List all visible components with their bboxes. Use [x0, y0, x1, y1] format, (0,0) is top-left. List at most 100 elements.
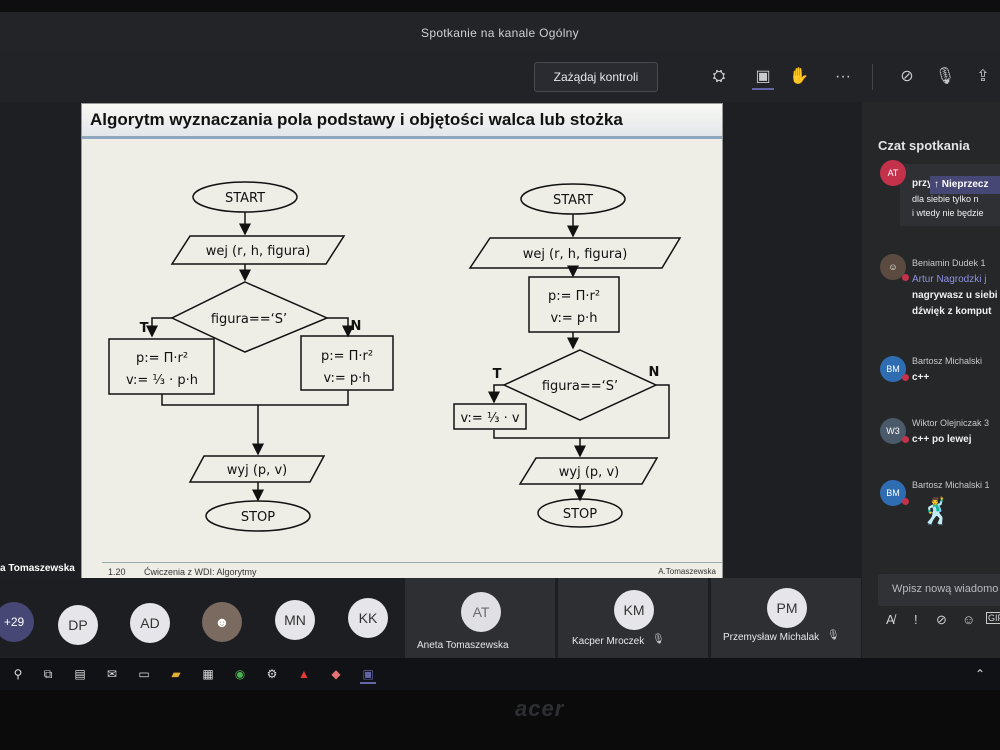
slide-title: Algorytm wyznaczania pola podstawy i obj…	[90, 110, 623, 129]
store-icon[interactable]: ▤	[74, 667, 86, 681]
os-taskbar: ⚲ ⧉ ▤ ✉ ▭ ▰ ▦ ◉ ⚙ ▲ ◆ ▣ ⌃	[0, 658, 1000, 690]
slide-course-name: Ćwiczenia z WDI: Algorytmy	[144, 567, 257, 577]
request-control-button[interactable]: Zażądaj kontroli	[534, 62, 658, 92]
status-dot	[902, 436, 909, 443]
avatar: BM	[880, 480, 906, 506]
mic-off-icon: 🎙	[652, 634, 665, 645]
more-options-icon[interactable]: ···	[835, 68, 851, 85]
right-output-label: wyj (p, v)	[559, 465, 619, 480]
chat-message	[900, 164, 1000, 226]
chat-sender-name: Bartosz Michalski 1	[912, 480, 990, 490]
chat-message-text: dźwięk z komput	[912, 306, 992, 317]
avatar[interactable]: MN	[275, 600, 315, 640]
chevron-up-icon[interactable]: ⌃	[974, 667, 986, 681]
slide-page-number: 1.20	[108, 567, 126, 577]
monitor-bezel-top	[0, 0, 1000, 12]
presentation-slide: Algorytm wyznaczania pola podstawy i obj…	[82, 104, 722, 582]
notes-icon[interactable]: ▦	[202, 667, 214, 681]
avatar[interactable]: KK	[348, 598, 388, 638]
right-true-process	[453, 403, 527, 430]
left-input-label: wej (r, h, figura)	[206, 244, 311, 259]
chat-sender-name: Bartosz Michalski	[912, 356, 983, 366]
window-title: Spotkanie na kanale Ogólny	[421, 26, 579, 40]
left-cond-label: figura==‘S’	[211, 312, 287, 327]
emoji-icon[interactable]: ☺	[962, 612, 976, 627]
avatar-photo[interactable]: ☻	[202, 602, 242, 642]
left-false-line1: p:= Π·r²	[321, 349, 373, 364]
chat-mention[interactable]: Artur Nagrodzki j	[912, 274, 987, 285]
left-stop-node	[205, 500, 311, 532]
left-decision-node	[170, 281, 329, 353]
share-icon[interactable]: ⇪	[976, 68, 990, 85]
gif-icon[interactable]: GIF	[986, 612, 1000, 624]
task-view-icon[interactable]: ⧉	[43, 667, 53, 681]
chat-input-placeholder: Wpisz nową wiadomo	[892, 583, 999, 595]
search-icon[interactable]: ⚲	[13, 667, 23, 681]
left-false-label: N	[351, 319, 362, 334]
monitor-icon[interactable]: ▭	[138, 667, 150, 681]
avatar: PM	[767, 588, 807, 628]
participants-overflow-badge[interactable]: +29	[0, 602, 34, 642]
avatar: W3	[880, 418, 906, 444]
chat-compose-tools: A̸ ! ⊘ ☺ GIF	[878, 612, 1000, 634]
attach-icon[interactable]: ⊘	[936, 612, 947, 627]
teams-icon[interactable]: ▣	[360, 666, 376, 684]
app-icon[interactable]: ◆	[331, 667, 341, 681]
participant-name: Aneta Tomaszewska	[417, 640, 509, 651]
status-dot	[902, 274, 909, 281]
participant-name: Przemysław Michalak	[723, 632, 820, 643]
unread-messages-chip[interactable]: ↑ Nieprzecz	[930, 176, 1000, 194]
left-false-line2: v:= p·h	[323, 371, 370, 386]
raise-hand-icon[interactable]: ✋	[789, 68, 809, 85]
important-icon[interactable]: !	[914, 612, 918, 627]
right-true-line: v:= ⅓ · v	[460, 411, 519, 426]
left-true-line2: v:= ⅓ · p·h	[126, 373, 198, 388]
window-titlebar: Spotkanie na kanale Ogólny	[0, 12, 1000, 54]
avatar: AT	[461, 592, 501, 632]
right-cond-label: figura==‘S’	[542, 379, 618, 394]
mail-icon[interactable]: ✉	[106, 667, 118, 681]
mic-off-icon[interactable]: 🎙	[934, 68, 956, 85]
participants-icon[interactable]: ⛭	[712, 68, 726, 85]
avatar: ☺	[880, 254, 906, 280]
settings-icon[interactable]: ⚙	[266, 667, 278, 681]
folder-icon[interactable]: ▰	[171, 667, 181, 681]
participant-tile[interactable]: KM Kacper Mroczek 🎙	[558, 578, 708, 658]
avatar[interactable]: DP	[58, 605, 98, 645]
camera-off-icon[interactable]: ⊘	[900, 68, 914, 85]
presenter-name-label: a Tomaszewska	[0, 563, 75, 574]
right-start-label: START	[553, 193, 593, 208]
chat-icon[interactable]: ▣	[752, 66, 774, 90]
right-stop-node	[537, 498, 623, 528]
chat-sender-name: Beniamin Dudek 1	[912, 258, 986, 268]
right-input-node	[468, 237, 682, 269]
format-icon[interactable]: A̸	[886, 612, 895, 627]
right-calc-line2: v:= p·h	[550, 311, 597, 326]
chat-message-text: i wtedy nie będzie	[912, 208, 984, 218]
status-dot	[902, 498, 909, 505]
meeting-chat-panel: Czat spotkania AT przy ↑ Nieprzecz dla s…	[862, 102, 1000, 662]
chrome-icon[interactable]: ◉	[234, 667, 246, 681]
chat-sender-name: Wiktor Olejniczak 3	[912, 418, 990, 428]
slide-footer: 1.20 Ćwiczenia z WDI: Algorytmy A.Tomasz…	[102, 562, 722, 581]
avatar: AT	[880, 160, 906, 186]
chat-message-text: dla siebie tylko n	[912, 194, 979, 204]
meeting-toolbar: Zażądaj kontroli ⛭ ▣ ✋ ··· ⊘ 🎙 ⇪	[0, 54, 1000, 102]
sticker-image: 🕺	[920, 496, 953, 526]
right-decision-node	[502, 349, 658, 421]
chat-message-text: nagrywasz u siebi	[912, 290, 998, 301]
chat-message-input[interactable]: Wpisz nową wiadomo	[878, 574, 1000, 606]
left-true-label: T	[140, 321, 149, 336]
chat-message-text: przy	[912, 178, 933, 189]
right-calc-process	[528, 276, 620, 333]
left-input-node	[170, 235, 346, 265]
right-true-label: T	[493, 367, 502, 382]
participant-tile[interactable]: AT Aneta Tomaszewska	[405, 578, 555, 658]
monitor-bezel-bottom: acer	[0, 690, 1000, 750]
participant-name: Kacper Mroczek	[572, 636, 645, 647]
pdf-icon[interactable]: ▲	[298, 667, 310, 681]
avatar[interactable]: AD	[130, 603, 170, 643]
avatar: KM	[614, 590, 654, 630]
participant-tile[interactable]: PM Przemysław Michalak 🎙	[711, 578, 861, 658]
right-calc-line1: p:= Π·r²	[548, 289, 600, 304]
